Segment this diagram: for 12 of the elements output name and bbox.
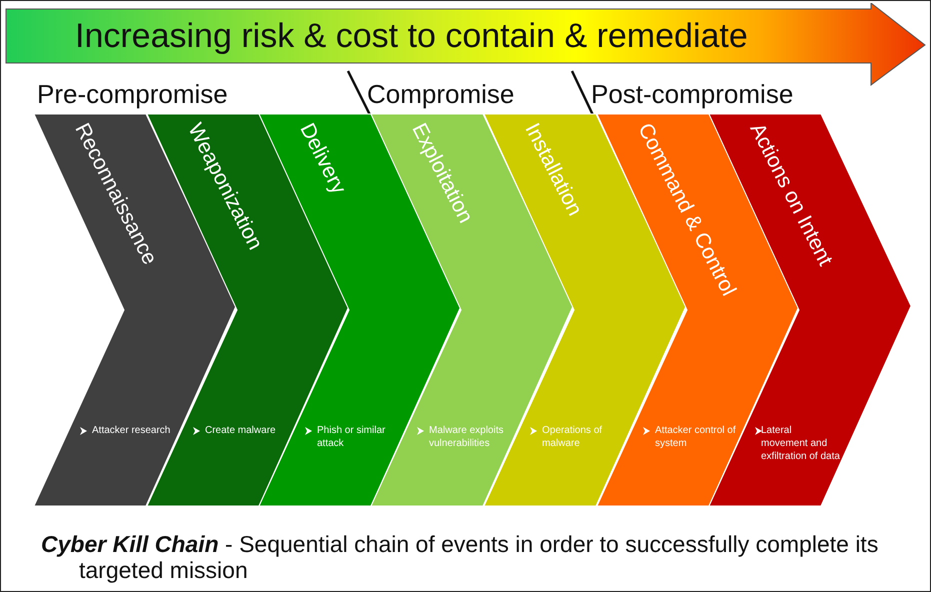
stage-description: Operations of malware: [542, 424, 604, 450]
stage-description: Malware exploits vulnerabilities: [429, 424, 504, 450]
phase-label: Pre-compromise: [37, 79, 228, 110]
stage-description: Attacker control of system: [655, 424, 737, 450]
stage-description: Lateral movement and exfiltration of data: [761, 424, 841, 463]
stage-description: Attacker research: [92, 424, 172, 437]
phase-label: Compromise: [367, 79, 514, 110]
banner-text: Increasing risk & cost to contain & remediate: [75, 17, 748, 56]
caption: Cyber Kill Chain - Sequential chain of events in order to successfully complete its targeted mission: [41, 531, 880, 583]
stage-description: Phish or similar attack: [317, 424, 386, 450]
phase-label: Post-compromise: [591, 79, 794, 110]
stage-description: Create malware: [205, 424, 277, 437]
